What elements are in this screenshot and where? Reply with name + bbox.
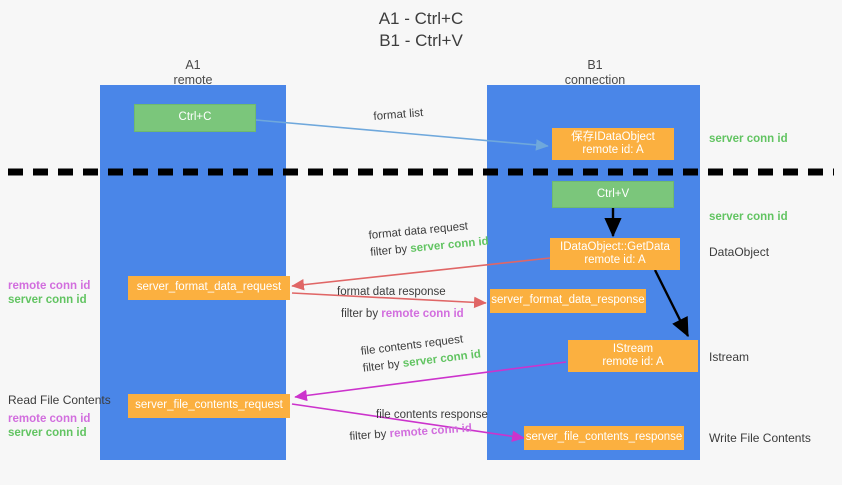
note-write-file-contents: Write File Contents [709,431,811,445]
note-server-conn-id-left-1: server conn id [8,294,87,306]
lane-header-a1-sub: remote [173,73,213,87]
box-idataobject-getdata-line2: remote id: A [584,254,646,266]
box-save-idataobject-line2: remote id: A [582,144,644,156]
box-server-format-data-response-label: server_format_data_response [491,294,645,307]
box-istream-line2: remote id: A [602,356,664,368]
box-server-file-contents-request-label: server_file_contents_request [135,399,283,412]
filter-by-value-2: remote conn id [381,308,464,320]
box-ctrl-c[interactable]: Ctrl+C [134,104,256,132]
note-read-file-contents: Read File Contents [8,393,111,407]
lane-header-b1: B1 connection [520,58,670,88]
filter-by-prefix-4: filter by [349,428,391,443]
filter-by-value-1: server conn id [409,235,490,256]
box-ctrl-c-label: Ctrl+C [178,111,212,124]
lane-header-b1-sub: connection [564,73,626,87]
edge-label-format-list: format list [373,107,424,123]
page-title: A1 - Ctrl+C B1 - Ctrl+V [378,9,464,50]
filter-by-prefix-3: filter by [362,357,404,375]
box-istream[interactable]: IStream remote id: A [568,340,698,372]
note-istream: Istream [709,350,750,364]
note-server-conn-id-1: server conn id [709,133,788,145]
box-save-idataobject[interactable]: 保存IDataObject remote id: A [552,128,674,160]
filter-by-prefix-2: filter by [341,308,382,320]
box-idataobject-getdata-line1: IDataObject::GetData [560,240,670,253]
box-server-file-contents-response[interactable]: server_file_contents_response [524,426,684,450]
box-ctrl-v-label: Ctrl+V [596,187,630,200]
box-server-format-data-request[interactable]: server_format_data_request [128,276,290,300]
edge-label-file-contents-response: file contents response [376,409,488,421]
note-conn-id-group-2: remote conn id server conn id [8,412,90,440]
box-server-format-data-response[interactable]: server_format_data_response [490,289,646,313]
box-ctrl-v[interactable]: Ctrl+V [552,181,674,208]
note-server-conn-id-2: server conn id [709,211,788,223]
lane-header-a1: A1 remote [118,58,268,88]
note-remote-conn-id-2: remote conn id [8,413,91,425]
box-save-idataobject-line1: 保存IDataObject [571,130,655,143]
edge-label-file-contents-request-group: file contents request filter by server c… [360,331,482,376]
box-server-file-contents-response-label: server_file_contents_response [525,431,683,444]
edge-label-file-contents-response-group: file contents response filter by remote … [349,408,488,444]
filter-by-value-4: remote conn id [389,422,473,441]
note-conn-id-group-1: remote conn id server conn id [8,279,90,307]
edge-label-format-data-response: format data response [337,286,446,298]
note-remote-conn-id-1: remote conn id [8,280,91,292]
filter-by-prefix-1: filter by [369,243,411,259]
box-server-file-contents-request[interactable]: server_file_contents_request [128,394,290,418]
box-server-format-data-request-label: server_format_data_request [136,281,282,294]
edge-label-format-data-response-filter: filter by remote conn id [341,307,464,321]
box-idataobject-getdata[interactable]: IDataObject::GetData remote id: A [550,238,680,270]
note-server-conn-id-left-2: server conn id [8,427,87,439]
box-istream-line1: IStream [612,342,654,355]
edge-label-file-contents-response-filter: filter by remote conn id [349,420,489,444]
lane-header-b1-name: B1 [587,58,603,72]
note-dataobject: DataObject [709,245,770,259]
edge-label-format-data-request-group: format data request filter by server con… [368,218,489,260]
edge-label-format-data-response-group: format data response filter by remote co… [337,285,464,321]
lane-header-a1-name: A1 [185,58,201,72]
